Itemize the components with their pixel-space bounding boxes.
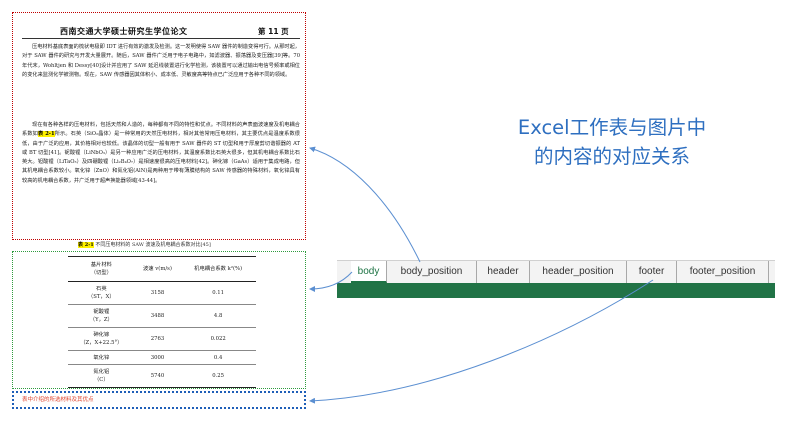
header-rule [22, 38, 300, 39]
cell-velocity: 3158 [150, 290, 165, 296]
cell-coupling: 0.4 [213, 354, 223, 361]
materials-table: 基片材料 （切型） 波速 v(m/s) 机电耦合系数 k²(%) 石英 （ST，… [68, 256, 256, 388]
sheet-tab-body[interactable]: body [351, 261, 387, 283]
cell-velocity: 5740 [150, 373, 165, 379]
cell-material: 氧化锌 [93, 354, 110, 361]
page-footer-text: 表中介绍的所选材料及其优点 [22, 397, 94, 403]
sheet-tab-footer-position[interactable]: footer_position [677, 261, 769, 283]
sheet-tab-footer[interactable]: footer [627, 261, 677, 283]
annotation-heading: Excel工作表与图片中 的内容的对应关系 [482, 113, 742, 171]
arrow-body-to-table-region [309, 271, 353, 292]
cell-velocity: 3000 [150, 354, 165, 361]
cell-coupling: 0.022 [210, 336, 226, 342]
header-velocity: 波速 v(m/s) [143, 266, 172, 272]
table-caption: 表 2-1 不同压电材料的 SAW 波速及机电耦合系数对比[45] [78, 241, 211, 249]
cell-material: 氮化铝 （C） [93, 369, 110, 383]
arrow-body-to-body-region [309, 146, 421, 263]
para2-text-before: 现在有各种各样的压电材料，包括天然和人造的，每种都有不同的特性和优点。不同材料的… [22, 122, 300, 138]
sheet-tab-header[interactable]: header [477, 261, 530, 283]
table-row: 铌酸锂 （Y，Z） 3488 4.8 [68, 305, 256, 328]
table-header-row: 基片材料 （切型） 波速 v(m/s) 机电耦合系数 k²(%) [68, 256, 256, 282]
body-paragraph-1: 压电材料基底表面的梳状电极即 IDT 进行有效的激发及检测。这一发明使得 SAW… [22, 44, 300, 78]
table-row: 石英 （ST，X） 3158 0.11 [68, 282, 256, 305]
cell-velocity: 2763 [150, 336, 165, 342]
table-row: 氧化锌 3000 0.4 [68, 351, 256, 365]
document-page-number: 第 11 页 [258, 27, 289, 36]
cell-coupling: 0.25 [212, 373, 225, 379]
excel-status-bar [337, 283, 775, 298]
annotation-heading-line-2: 的内容的对应关系 [533, 145, 690, 168]
body-region-frame [12, 12, 306, 240]
caption-label-highlight: 表 2-1 [78, 242, 94, 248]
cell-coupling: 0.11 [212, 290, 225, 296]
annotation-heading-line-1: Excel工作表与图片中 [517, 116, 707, 139]
table-row: 氮化铝 （C） 5740 0.25 [68, 365, 256, 388]
table-row: 砷化镓 （Z，X+22.5°） 2763 0.022 [68, 328, 256, 351]
cell-material: 石英 （ST，X） [87, 286, 115, 300]
sheet-tab-header-position[interactable]: header_position [530, 261, 627, 283]
cell-velocity: 3488 [150, 313, 165, 319]
table-reference-highlight: 表 2-1 [37, 131, 55, 138]
header-coupling: 机电耦合系数 k²(%) [194, 266, 243, 272]
cell-material: 铌酸锂 （Y，Z） [89, 309, 113, 323]
cell-coupling: 4.8 [213, 313, 223, 319]
sheet-tab-bar: body body_position header header_positio… [337, 260, 775, 283]
caption-text: 不同压电材料的 SAW 波速及机电耦合系数对比[45] [95, 242, 211, 248]
para2-text-after: 所示。石英（SiO₂晶体）是一种常用的天然压电材料，相对其他常用压电材料，其主要… [22, 131, 300, 184]
sheet-tab-body-position[interactable]: body_position [387, 261, 477, 283]
header-material: 基片材料 （切型） [90, 262, 112, 276]
document-header-title: 西南交通大学硕士研究生学位论文 [60, 27, 188, 36]
cell-material: 砷化镓 （Z，X+22.5°） [80, 332, 123, 346]
table-region-frame [12, 251, 306, 389]
footer-region-frame [12, 391, 306, 409]
body-paragraph-2: 现在有各种各样的压电材料，包括天然和人造的，每种都有不同的特性和优点。不同材料的… [22, 121, 300, 186]
arrow-footer-to-footer-region [309, 279, 654, 404]
